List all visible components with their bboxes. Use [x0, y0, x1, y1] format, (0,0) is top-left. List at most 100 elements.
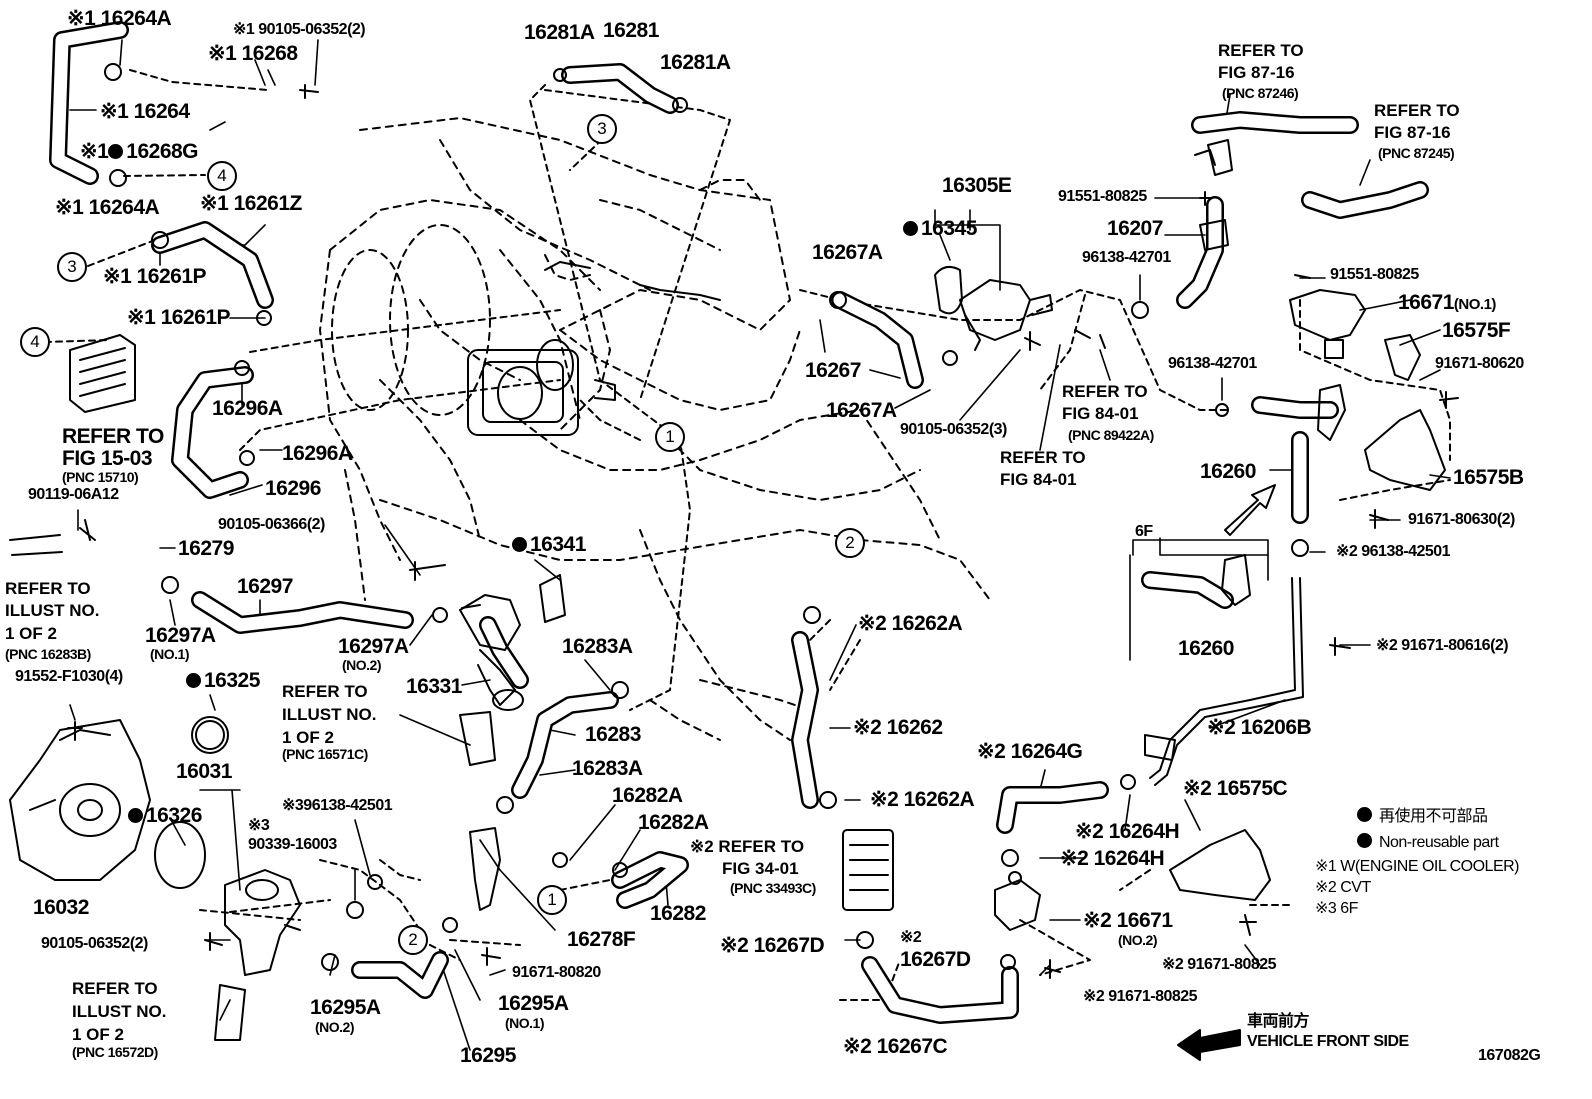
part-label: 6F: [1135, 523, 1153, 540]
part-label: 91671-80630(2): [1408, 511, 1515, 528]
part-label: 16032: [33, 896, 89, 919]
components: [9, 139, 1446, 976]
direction-arrow: [1224, 484, 1276, 536]
reference-label: REFER TO: [72, 979, 158, 998]
reference-label: REFER TO: [1218, 41, 1304, 60]
figure-number: 167082G: [1478, 1047, 1541, 1064]
reference-label: REFER TO: [1000, 448, 1086, 467]
part-label: ※1 16261P: [103, 265, 207, 288]
non-reusable-dot: [903, 221, 918, 236]
ref-circle-3: 3: [587, 114, 617, 144]
part-label: 16325: [186, 670, 260, 691]
part-label: 16281A: [524, 21, 595, 44]
non-reusable-dot: [1357, 833, 1372, 848]
part-label: 16341: [512, 534, 586, 555]
legend-note-1: ※1 W(ENGINE OIL COOLER): [1315, 858, 1520, 875]
reference-label: FIG 87-16: [1374, 123, 1451, 142]
part-label: 16281: [603, 19, 659, 42]
part-label: 16267A: [812, 241, 883, 264]
part-label: 16207: [1107, 217, 1163, 240]
reference-label: 1 OF 2: [72, 1025, 124, 1044]
vehicle-front-arrow: [1177, 1029, 1241, 1061]
ref-circle-1: 1: [537, 885, 567, 915]
part-label: 16267A: [826, 399, 897, 422]
part-label: ※2 16262: [853, 716, 943, 739]
part-label: ※2 16671: [1083, 909, 1173, 932]
reference-label: (PNC 89422A): [1068, 427, 1154, 443]
part-label: ※2 96138-42501: [1336, 543, 1451, 560]
part-label: ※2 16264H: [1075, 820, 1180, 843]
reference-label: FIG 34-01: [722, 859, 799, 878]
reference-label: REFER TO: [1374, 101, 1460, 120]
part-label: 16283A: [562, 635, 633, 658]
legend-text: 再使用不可部品: [1378, 808, 1488, 825]
part-label: ※1 16268G: [80, 140, 199, 163]
part-label: ※2 16206B: [1207, 716, 1312, 739]
part-label: 16031: [176, 760, 232, 783]
note-mark: ※1: [80, 140, 109, 163]
reference-label: (PNC 16571C): [282, 746, 368, 762]
part-number: 16268G: [126, 140, 199, 163]
part-label-note: (NO.2): [315, 1019, 355, 1035]
part-label: ※2 91671-80825: [1162, 956, 1277, 973]
part-label: ※2 16262A: [870, 788, 975, 811]
part-label: 16267: [805, 359, 861, 382]
part-label: ※2 16264H: [1060, 847, 1165, 870]
part-label: ※2 91671-80825: [1083, 988, 1198, 1005]
part-label: 16671(NO.1): [1398, 292, 1496, 313]
part-label: ※1 16264A: [67, 7, 172, 30]
reference-label: 1 OF 2: [5, 624, 57, 643]
legend-item-en: Non-reusable part: [1357, 833, 1499, 851]
reference-label: REFER TO: [62, 425, 164, 448]
ref-stubs: [9, 149, 1216, 1041]
part-label: ※2 16267D: [720, 934, 825, 957]
part-label: ※2 16262A: [858, 612, 963, 635]
part-label: ※2 91671-80616(2): [1376, 637, 1509, 654]
part-label-note: (NO.1): [505, 1015, 545, 1031]
reference-label: (PNC 87245): [1378, 145, 1455, 161]
part-label: 16278F: [567, 928, 636, 951]
reference-label: (PNC 15710): [62, 469, 139, 485]
part-label: ※2 16575C: [1183, 777, 1288, 800]
part-label: 16260: [1178, 637, 1234, 660]
part-label: 16282A: [612, 784, 683, 807]
bolts: [67, 84, 1459, 979]
reference-label: (PNC 16572D): [72, 1044, 158, 1060]
non-reusable-dot: [1357, 807, 1372, 822]
part-label: 16297: [237, 575, 293, 598]
part-label-note: (NO.1): [150, 646, 190, 662]
part-label: 16296A: [282, 442, 353, 465]
part-label: 16575F: [1442, 319, 1511, 342]
legend-note-3: ※3 6F: [1315, 900, 1358, 917]
part-label: 16281A: [660, 51, 731, 74]
part-label: ※1 16268: [208, 42, 298, 65]
part-label: 16297A: [338, 635, 409, 658]
part-label: ※1 16264A: [55, 196, 160, 219]
non-reusable-dot: [128, 808, 143, 823]
part-label: 91671-80820: [512, 964, 601, 981]
ref-circle-2: 2: [835, 528, 865, 558]
legend-note-2: ※2 CVT: [1315, 879, 1371, 896]
ref-circle-1: 1: [655, 422, 685, 452]
part-label: 90105-06366(2): [218, 516, 325, 533]
part-label: ※2 16264G: [977, 740, 1083, 763]
note-mark: ※2: [900, 929, 922, 946]
part-label: 16279: [178, 537, 234, 560]
part-label: ※396138-42501: [282, 797, 393, 814]
ref-circle-2: 2: [398, 925, 428, 955]
part-label: ※1 16264: [100, 100, 190, 123]
reference-label: REFER TO: [1062, 382, 1148, 401]
reference-label: 1 OF 2: [282, 728, 334, 747]
part-label: ※1 90105-06352(2): [233, 21, 366, 38]
reference-label: FIG 87-16: [1218, 63, 1295, 82]
reference-label: FIG 15-03: [62, 447, 153, 470]
ref-circle-3: 3: [57, 252, 87, 282]
reference-label: ILLUST NO.: [282, 705, 377, 724]
part-label: 16331: [406, 675, 462, 698]
part-label: 90339-16003: [248, 836, 337, 853]
part-label: 91671-80620: [1435, 355, 1524, 372]
part-number: 16345: [921, 217, 977, 240]
part-label: 16282: [650, 902, 706, 925]
part-label: 16575B: [1453, 466, 1524, 489]
